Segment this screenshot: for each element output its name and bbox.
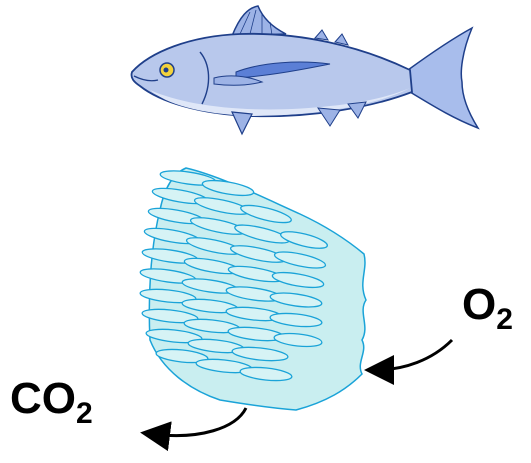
fish-illustration — [130, 5, 480, 136]
oxygen-subscript: 2 — [496, 303, 513, 336]
oxygen-symbol: O — [462, 280, 497, 329]
oxygen-label: O2 — [462, 280, 513, 335]
carbon-dioxide-subscript: 2 — [76, 397, 93, 430]
carbon-dioxide-label: CO2 — [10, 374, 93, 429]
carbon-dioxide-symbol: CO — [10, 374, 76, 423]
co2-out-arrow — [140, 407, 248, 452]
gill-filaments-illustration — [139, 167, 367, 411]
oxygen-in-arrow — [364, 338, 454, 385]
